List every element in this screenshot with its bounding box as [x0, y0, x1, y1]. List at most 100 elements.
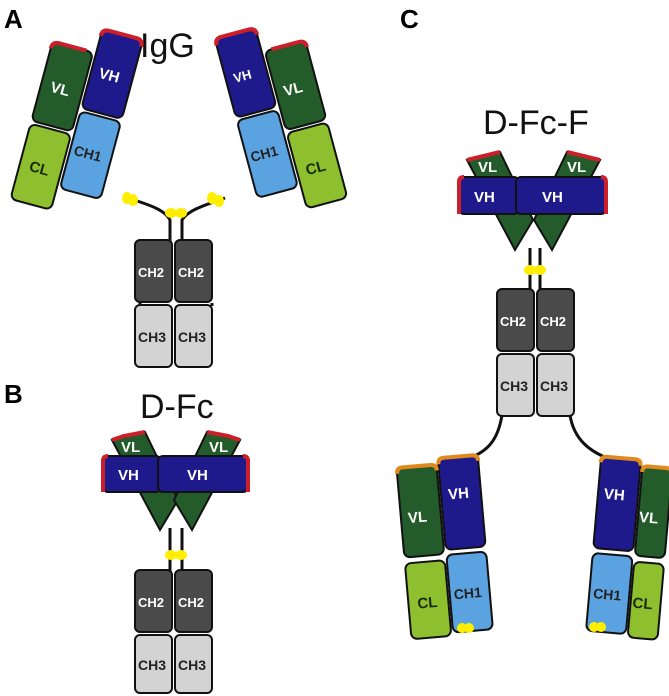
- dfcf-right-fab: VH VL CH1 CL: [585, 454, 669, 641]
- dfc-ch3-right-label: CH3: [178, 657, 206, 673]
- panel-c-letter: C: [400, 4, 419, 34]
- panel-c: C D-Fc-F VL VL VH VH CH2 CH2 CH3 CH3: [395, 4, 669, 641]
- dfcf-vh-right-label: VH: [542, 189, 563, 206]
- igg-right-vl-cdr: [270, 39, 309, 52]
- dfcf-ch3-left-label: CH3: [500, 378, 528, 394]
- dfcf-right-vh-label: VH: [603, 486, 625, 505]
- igg-left-cl: [10, 123, 71, 210]
- dfcf-vh-left-label: VH: [474, 189, 495, 206]
- dfcf-left-cl: [404, 559, 452, 640]
- igg-ch3-left-label: CH3: [138, 329, 166, 345]
- dfcf-vl-left-label: VL: [478, 159, 497, 176]
- igg-left-vh-cdr: [98, 28, 144, 48]
- igg-hinge-disulfide-b: [175, 208, 187, 218]
- dfc-disulfide-a: [165, 550, 177, 560]
- dfcf-ch3-left: [496, 353, 535, 417]
- dfcf-left-disulfide-b: [464, 623, 474, 633]
- dfcf-vh-right-cdr: [600, 175, 608, 214]
- dfcf-vh-left-cdr: [457, 175, 465, 214]
- dfcf-hinge-disulfide-b: [534, 265, 546, 275]
- dfcf-left-vl-label: VL: [407, 509, 428, 528]
- dfcf-linker-right: [568, 414, 613, 462]
- dfcf-vl-right-cdr: [566, 150, 601, 162]
- igg-ch2-right: [174, 239, 213, 303]
- dfc-vh-right-cdr: [242, 454, 250, 492]
- igg-left-fab: VL VH CL CH1: [10, 28, 144, 210]
- igg-right-vl-label: VL: [282, 79, 305, 100]
- igg-ch2-left-label: CH2: [138, 265, 164, 280]
- dfc-vl-left-label: VL: [121, 439, 140, 456]
- dfcf-right-cl: [627, 561, 665, 641]
- igg-left-vl-cdr: [48, 40, 87, 53]
- dfcf-right-vl-cdr: [640, 464, 669, 475]
- dfc-ch3-left: [134, 634, 173, 694]
- dfc-ch3-left-label: CH3: [138, 657, 166, 673]
- igg-hinge-disulfide-a: [165, 208, 177, 218]
- dfcf-ch3-right: [536, 353, 575, 417]
- dfc-vl-right-cdr: [206, 430, 241, 442]
- dfc-ch2-right: [174, 569, 213, 633]
- igg-ch2-right-label: CH2: [178, 265, 204, 280]
- dfc-ch3-right: [174, 634, 213, 694]
- dfcf-right-ch1-label: CH1: [593, 585, 623, 603]
- igg-right-vh-label: VH: [232, 67, 253, 86]
- dfcf-right-vh: [592, 455, 642, 552]
- dfc-vh-left-label: VH: [118, 467, 139, 484]
- dfcf-ch2-right-label: CH2: [540, 314, 566, 329]
- dfc-ch2-right-label: CH2: [178, 595, 204, 610]
- igg-right-disulfide-b: [214, 195, 224, 207]
- dfc-vl-left-cdr: [111, 430, 146, 442]
- dfcf-right-ch1: [585, 552, 634, 635]
- dfcf-hinge-disulfide-a: [524, 265, 536, 275]
- dfcf-left-disulfide-a: [457, 623, 467, 633]
- dfcf-ch2-right: [536, 288, 575, 352]
- dfcf-left-vh: [437, 454, 487, 551]
- igg-right-ch1-label: CH1: [249, 142, 280, 165]
- dfcf-right-vh-cdr: [598, 454, 643, 466]
- panel-c-title: D-Fc-F: [483, 104, 589, 142]
- igg-right-cl: [287, 122, 348, 209]
- dfcf-right-disulfide-a: [589, 622, 599, 632]
- dfcf-ch2-left-label: CH2: [500, 314, 526, 329]
- dfc-ch2-left: [134, 569, 173, 633]
- igg-left-ch1-label: CH1: [72, 142, 103, 165]
- dfc-disulfide-b: [175, 550, 187, 560]
- dfc-vh-right-label: VH: [187, 467, 208, 484]
- igg-right-ch1: [237, 110, 298, 198]
- dfcf-left-vh-cdr: [436, 453, 481, 465]
- dfcf-left-vl-cdr: [395, 462, 439, 475]
- panel-a: A IgG VL VH CL CH1: [4, 4, 348, 368]
- dfcf-left-cl-label: CL: [417, 594, 438, 613]
- igg-right-cl-label: CL: [304, 158, 328, 180]
- dfcf-ch3-right-label: CH3: [540, 378, 568, 394]
- igg-ch3-left: [134, 304, 173, 368]
- dfcf-vl-left-cdr: [466, 150, 501, 162]
- igg-left-disulfide-b: [128, 194, 138, 206]
- igg-ch2-left: [134, 239, 173, 303]
- dfcf-right-disulfide-b: [596, 622, 606, 632]
- igg-left-ch1: [60, 111, 121, 199]
- dfcf-right-vl-label: VL: [638, 509, 659, 528]
- dfcf-linker-left: [464, 414, 504, 462]
- dfcf-left-ch1-label: CH1: [453, 584, 483, 602]
- dfc-ch2-left-label: CH2: [138, 595, 164, 610]
- igg-ch3-right-label: CH3: [178, 329, 206, 345]
- dfcf-left-fab: VL VH CL CH1: [395, 453, 494, 640]
- panel-b: B D-Fc VL VL VH VH CH2 CH2 CH3 CH3: [4, 379, 250, 694]
- panel-b-letter: B: [4, 379, 23, 409]
- igg-left-cl-label: CL: [27, 158, 51, 180]
- dfc-vl-right-label: VL: [209, 439, 228, 456]
- panel-a-title: IgG: [140, 27, 195, 65]
- panel-b-title: D-Fc: [140, 388, 214, 426]
- igg-right-vh-cdr: [214, 27, 260, 46]
- dfcf-right-cl-label: CL: [632, 595, 653, 614]
- dfc-vh-left-cdr: [101, 454, 109, 492]
- igg-ch3-right: [174, 304, 213, 368]
- dfcf-ch2-left: [496, 288, 535, 352]
- igg-left-vl-label: VL: [49, 79, 72, 100]
- panel-a-letter: A: [4, 4, 23, 34]
- igg-right-fab: VH VL CH1 CL: [214, 27, 348, 209]
- igg-left-vh-label: VH: [97, 65, 122, 87]
- dfcf-vl-right-label: VL: [567, 159, 586, 176]
